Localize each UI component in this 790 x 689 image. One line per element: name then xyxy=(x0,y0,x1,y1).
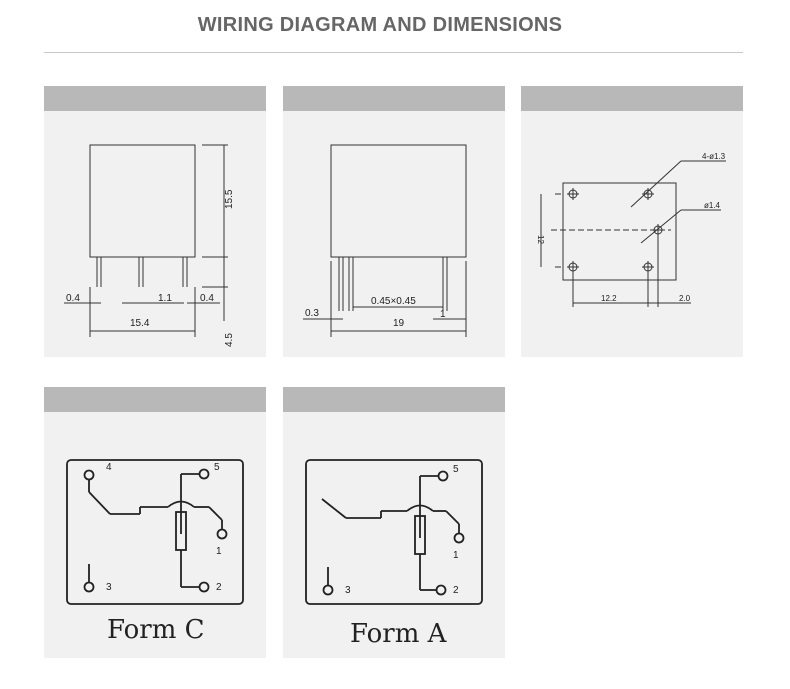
pin-label-1: 1 xyxy=(216,546,222,557)
pin-label-4: 4 xyxy=(106,462,112,473)
pin-label-1: 1 xyxy=(453,550,459,561)
side-view-panel: 0.3 0.45×0.45 1 19 xyxy=(283,86,505,357)
page-title: WIRING DIAGRAM AND DIMENSIONS xyxy=(197,14,563,36)
form-c-panel: 4 5 1 3 2 Form C xyxy=(44,387,266,658)
title-divider xyxy=(44,52,743,53)
pin-gap-label: 1 xyxy=(440,309,446,320)
panel-header xyxy=(283,86,505,111)
pin-label-5: 5 xyxy=(214,462,220,473)
pin-label-2: 2 xyxy=(216,582,222,593)
panel-header xyxy=(521,86,743,111)
front-view-panel: 15.5 4.5 0.4 1.1 0.4 15.4 xyxy=(44,86,266,357)
front-view-drawing: 15.5 4.5 0.4 1.1 0.4 15.4 xyxy=(64,144,235,347)
gap-right-label: 0.4 xyxy=(200,293,214,304)
panel-header xyxy=(283,387,505,412)
pin-label-5: 5 xyxy=(453,464,459,475)
edge-label: 2.0 xyxy=(679,294,691,303)
center-hole-label: ø1.4 xyxy=(704,201,721,210)
gap-left-label: 0.4 xyxy=(66,293,80,304)
spacing-label: 12.2 xyxy=(601,294,617,303)
form-a-panel: 5 1 3 2 Form A xyxy=(283,387,505,658)
form-c-diagram: 4 5 1 3 2 Form C xyxy=(66,459,244,645)
holes-label: 4-ø1.3 xyxy=(702,152,726,161)
form-c-label: Form C xyxy=(107,615,205,645)
height-label: 15.5 xyxy=(224,189,235,209)
length-label: 19 xyxy=(393,318,405,329)
pin-label-2: 2 xyxy=(453,585,459,596)
pcb-layout-panel: 4-ø1.3 ø1.4 12 12.2 2.0 xyxy=(521,86,743,357)
pin-label-3: 3 xyxy=(106,582,112,593)
panel-header xyxy=(44,86,266,111)
pin-section-label: 0.45×0.45 xyxy=(371,296,416,307)
pin-length-label: 4.5 xyxy=(224,333,235,347)
form-a-label: Form A xyxy=(350,619,448,649)
pin-label-3: 3 xyxy=(345,585,351,596)
offset-label: 0.3 xyxy=(305,308,319,319)
side-view-drawing: 0.3 0.45×0.45 1 19 xyxy=(303,144,467,337)
pcb-height-label: 12 xyxy=(536,235,545,244)
panel-header xyxy=(44,387,266,412)
form-a-diagram: 5 1 3 2 Form A xyxy=(305,459,483,649)
pin-spacing-label: 1.1 xyxy=(158,293,172,304)
width-label: 15.4 xyxy=(130,318,150,329)
pcb-layout-drawing: 4-ø1.3 ø1.4 12 12.2 2.0 xyxy=(536,152,726,307)
